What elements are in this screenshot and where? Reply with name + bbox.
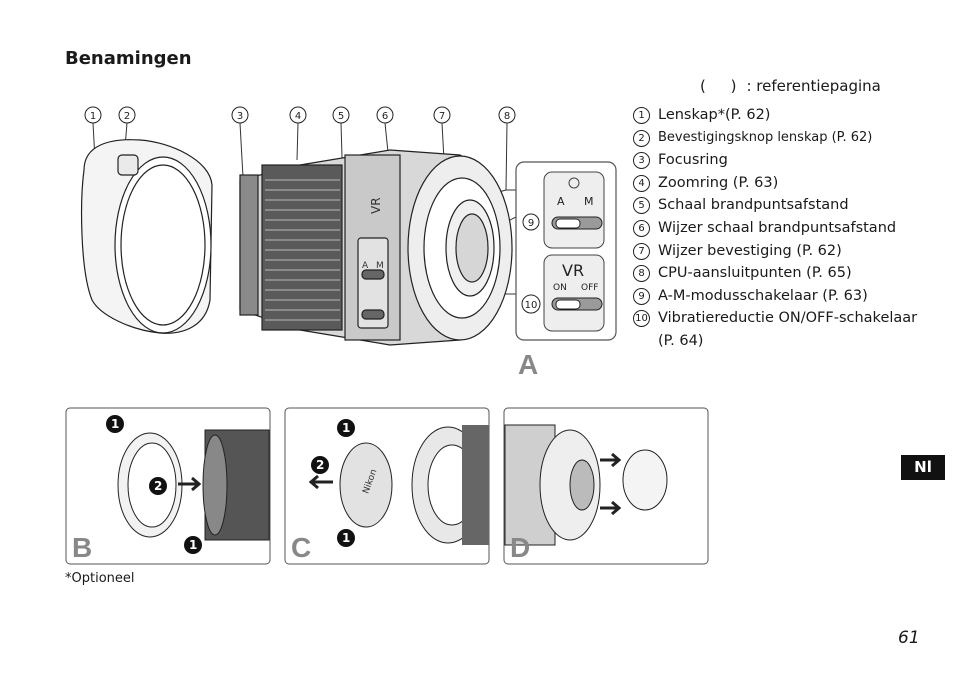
step-number: 2 [154, 479, 162, 493]
part-ref: (P. 63) [822, 287, 868, 304]
callout-label: 8 [504, 111, 510, 122]
part-item-9: 9 A-M-modusschakelaar (P. 63) [633, 285, 923, 308]
callout-label: 1 [90, 111, 96, 122]
part-number: 5 [633, 197, 650, 215]
part-label: Schaal brandpuntsafstand [658, 197, 849, 214]
part-label: Wijzer schaal brandpuntsafstand [658, 219, 897, 236]
panel-d [503, 407, 709, 565]
part-ref: (P. 64) [658, 332, 704, 349]
part-label: Focusring [658, 152, 728, 169]
panel-letter-c: C [291, 532, 311, 563]
part-item-2: 2 Bevestigingsknop lenskap (P. 62) [633, 127, 923, 150]
zoom-ring-grip [265, 179, 340, 321]
part-label: A-M-modusschakelaar [658, 287, 818, 304]
callout-label: 9 [528, 218, 534, 229]
part-item-3: 3 Focusring [633, 149, 923, 172]
part-ref: (P. 62) [831, 129, 873, 145]
step-number: 1 [342, 421, 350, 435]
part-label: Lenskap* [658, 107, 725, 123]
part-number: 4 [633, 174, 650, 192]
callout-label: 2 [124, 111, 130, 122]
part-number: 7 [633, 242, 650, 260]
panel-b [65, 407, 271, 565]
part-number: 1 [633, 107, 650, 124]
switch-detail-panel [515, 161, 617, 341]
part-number: 6 [633, 219, 650, 237]
part-ref: (P. 65) [806, 265, 852, 282]
lens-hood-drawing [81, 139, 213, 334]
step-number: 1 [342, 531, 350, 545]
part-item-7: 7 Wijzer bevestiging (P. 62) [633, 240, 923, 263]
callout-circle [522, 213, 540, 231]
step-number: 1 [111, 417, 119, 431]
callout-label: 10 [525, 300, 538, 311]
part-item-10: 10 Vibratiereductie ON/OFF-schakelaar (P.… [633, 307, 923, 352]
lens-m-mark: M [376, 261, 384, 271]
part-ref: (P. 63) [732, 174, 779, 191]
lens-a-mark: A [362, 261, 369, 271]
page-title: Benamingen [65, 48, 192, 69]
callout-circle [521, 294, 541, 314]
part-number: 3 [633, 152, 650, 170]
part-label: Wijzer bevestiging [658, 242, 792, 259]
callout-label: 4 [295, 111, 301, 122]
callout-label: 7 [439, 111, 445, 122]
ref-note-text: : referentiepagina [746, 77, 881, 95]
part-label: Zoomring [658, 174, 729, 191]
callout-label: 6 [382, 111, 388, 122]
callout-label: 5 [338, 111, 344, 122]
page-number: 61 [898, 628, 920, 648]
footnote: *Optioneel [65, 571, 135, 586]
part-item-5: 5 Schaal brandpuntsafstand [633, 194, 923, 217]
part-item-4: 4 Zoomring (P. 63) [633, 172, 923, 195]
switch-on-label: ON [553, 283, 567, 293]
part-number: 9 [633, 287, 650, 305]
ref-paren: ( ) [700, 77, 747, 95]
part-number: 8 [633, 265, 650, 283]
part-ref: (P. 62) [724, 107, 771, 123]
switch-m-label: M [584, 195, 594, 208]
part-item-1: 1 Lenskap*(P. 62) [633, 104, 923, 127]
panel-letter-d: D [510, 532, 530, 563]
panel-letter-a: A [518, 349, 538, 380]
part-number: 10 [633, 310, 650, 328]
part-label: CPU-aansluitpunten [658, 265, 802, 282]
part-ref: (P. 62) [796, 242, 842, 259]
step-number: 2 [316, 458, 324, 472]
switch-a-label: A [557, 195, 565, 208]
part-item-6: 6 Wijzer schaal brandpuntsafstand [633, 217, 923, 240]
lens-body-drawing [239, 149, 513, 346]
panel-letter-b: B [72, 532, 92, 563]
part-label: Bevestigingsknop lenskap [658, 129, 828, 145]
reference-note: ( ): referentiepagina [700, 77, 881, 95]
panel-c [284, 407, 490, 565]
lens-vr-mark: VR [369, 197, 383, 214]
switch-vr-label: VR [562, 261, 584, 280]
callout-label: 3 [237, 111, 243, 122]
step-number: 1 [189, 538, 197, 552]
part-label: Vibratiereductie ON/OFF-schakelaar [658, 310, 918, 327]
language-tab: Nl [901, 455, 945, 480]
switch-off-label: OFF [581, 283, 598, 293]
part-number: 2 [633, 129, 650, 147]
part-item-8: 8 CPU-aansluitpunten (P. 65) [633, 262, 923, 285]
